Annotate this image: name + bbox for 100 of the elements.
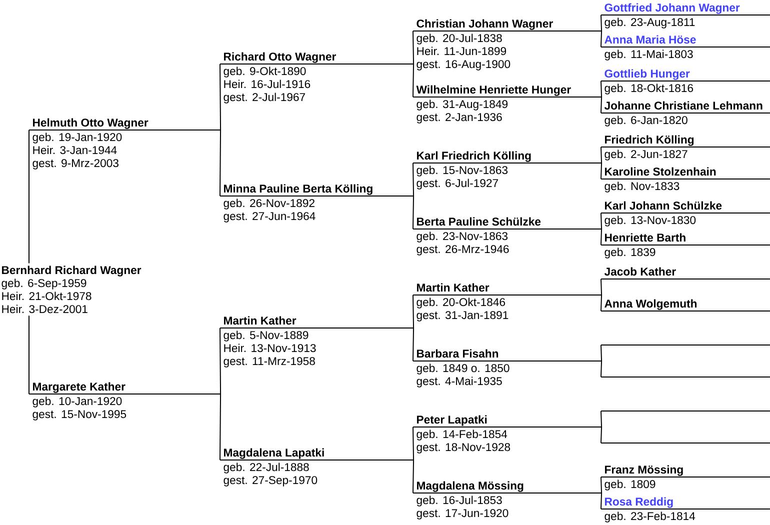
life-date: geb. 11-Mai-1803 — [604, 50, 693, 60]
connector-line — [412, 328, 414, 362]
life-date: geb. 22-Jul-1888 — [224, 462, 309, 474]
connector-line — [600, 492, 602, 510]
connector-line — [220, 64, 222, 130]
life-date: gest. 6-Jul-1927 — [416, 178, 498, 190]
connector-line — [600, 212, 602, 230]
life-date: geb. 9-Okt-1890 — [224, 66, 306, 78]
connector-line — [412, 426, 414, 460]
life-date: geb. 1839 — [604, 248, 656, 258]
person-name: Barbara Fisahn — [412, 349, 602, 362]
connector-line — [600, 14, 602, 32]
connector-line — [600, 146, 602, 164]
life-date: geb. 23-Nov-1863 — [416, 232, 508, 242]
connector-line — [600, 278, 602, 296]
connector-line — [412, 460, 414, 494]
person-name: Anna Maria Höse — [600, 35, 770, 48]
person-name: Gottlieb Hunger — [600, 69, 770, 82]
person-name: Jacob Kather — [600, 267, 770, 280]
life-date: Heir. 16-Jul-1916 — [224, 80, 310, 88]
person-name: Karoline Stolzenhain — [600, 167, 770, 180]
connector-line — [220, 394, 222, 460]
life-date: geb. 14-Feb-1854 — [416, 430, 508, 440]
life-date: geb. 18-Okt-1816 — [604, 84, 694, 94]
life-date: Heir. 11-Jun-1899 — [417, 46, 506, 56]
person-name: Peter Lapatki — [412, 415, 602, 428]
connector-line — [412, 64, 414, 98]
person-name: Minna Pauline Berta Kölling — [220, 184, 414, 196]
life-date: geb. 13-Nov-1830 — [604, 216, 696, 226]
person-name: Henriette Barth — [600, 233, 770, 246]
person-name: Magdalena Mössing — [412, 481, 602, 494]
connector-line — [220, 328, 222, 394]
person-name: Friedrich Kölling — [600, 135, 770, 148]
life-date: geb. 23-Aug-1811 — [604, 18, 695, 28]
person-name: Christian Johann Wagner — [412, 19, 602, 32]
life-date: gest. 27-Sep-1970 — [224, 476, 318, 486]
life-date: geb. 1849 o. 1850 — [416, 364, 510, 374]
person-name: Johanne Christiane Lehmann — [600, 101, 770, 114]
connector-line — [600, 344, 602, 362]
blank-line — [600, 442, 770, 444]
connector-line — [412, 30, 414, 64]
life-date: gest. 31-Jan-1891 — [416, 311, 508, 322]
life-date: gest. 4-Mai-1935 — [416, 376, 502, 388]
person-name: Karl Friedrich Kölling — [412, 151, 602, 164]
life-date: geb. 6-Jan-1820 — [604, 116, 688, 126]
person-name: Martin Kather — [412, 283, 602, 296]
life-date: gest. 9-Mrz-2003 — [32, 159, 118, 170]
life-date: geb. 6-Sep-1959 — [2, 278, 86, 290]
life-date: geb. 23-Feb-1814 — [604, 512, 696, 522]
person-name: Richard Otto Wagner — [220, 52, 414, 64]
connector-line — [600, 410, 602, 428]
person-name: Gottfried Johann Wagner — [600, 3, 770, 16]
life-date: geb. 15-Nov-1863 — [416, 166, 508, 176]
connector-line — [600, 228, 602, 246]
connector-line — [220, 130, 222, 196]
life-date: geb. 5-Nov-1889 — [224, 330, 308, 342]
blank-line — [600, 376, 770, 378]
person-name: Berta Pauline Schülzke — [412, 217, 602, 230]
life-date: gest. 15-Nov-1995 — [32, 410, 126, 420]
life-date: Heir. 13-Nov-1913 — [224, 344, 316, 352]
connector-line — [28, 130, 30, 264]
life-date: geb. 26-Nov-1892 — [224, 198, 314, 210]
person-name: Margarete Kather — [28, 382, 222, 394]
life-date: gest. 27-Jun-1964 — [224, 212, 316, 222]
life-date: Heir. 21-Okt-1978 — [2, 292, 92, 300]
life-date: geb. 20-Jul-1838 — [416, 34, 502, 44]
life-date: Heir. 3-Jan-1944 — [33, 146, 117, 154]
connector-line — [600, 162, 602, 180]
connector-line — [600, 426, 602, 444]
life-date: geb. 10-Jan-1920 — [32, 396, 122, 408]
connector-line — [600, 476, 602, 494]
connector-line — [412, 162, 414, 196]
person-name: Karl Johann Schülzke — [600, 201, 770, 214]
life-date: Heir. 3-Dez-2001 — [2, 304, 88, 314]
life-date: geb. Nov-1833 — [604, 182, 680, 192]
life-date: geb. 16-Jul-1853 — [416, 496, 502, 506]
person-name: Martin Kather — [220, 316, 414, 328]
person-name: Magdalena Lapatki — [220, 448, 414, 460]
blank-line — [600, 410, 770, 412]
person-name: Anna Wolgemuth — [600, 299, 770, 312]
life-date: geb. 19-Jan-1920 — [32, 132, 122, 144]
connector-line — [412, 294, 414, 328]
connector-line — [600, 80, 602, 98]
person-name: Wilhelmine Henriette Hunger — [412, 85, 602, 98]
life-date: geb. 31-Aug-1849 — [416, 100, 508, 110]
person-name: Franz Mössing — [600, 465, 770, 478]
connector-line — [600, 30, 602, 48]
life-date: gest. 17-Jun-1920 — [416, 509, 508, 520]
life-date: geb. 2-Jun-1827 — [604, 150, 688, 160]
life-date: gest. 11-Mrz-1958 — [224, 357, 315, 368]
connector-line — [600, 96, 602, 114]
life-date: gest. 26-Mrz-1946 — [416, 245, 509, 256]
connector-line — [28, 315, 30, 394]
life-date: geb. 1809 — [604, 480, 656, 490]
life-date: geb. 20-Okt-1846 — [416, 298, 506, 308]
person-name: Helmuth Otto Wagner — [28, 118, 222, 130]
person-name: Rosa Reddig — [600, 497, 770, 510]
connector-line — [600, 360, 602, 378]
connector-line — [600, 294, 602, 312]
life-date: gest. 18-Nov-1928 — [416, 443, 510, 454]
